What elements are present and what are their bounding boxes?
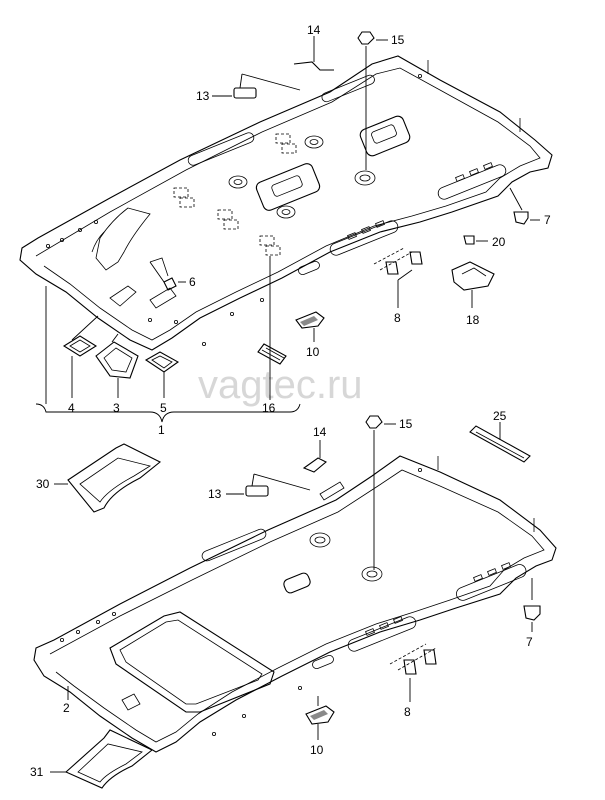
callout-14-lower: 14 <box>313 425 327 439</box>
callout-8-lower: 8 <box>404 705 411 719</box>
callout-10-lower: 10 <box>310 743 324 757</box>
callout-3: 3 <box>113 401 120 415</box>
callout-13: 13 <box>196 89 210 103</box>
headliner-upper <box>19 55 553 351</box>
callout-14: 14 <box>307 23 321 37</box>
callout-13-lower: 13 <box>208 487 222 501</box>
callout-31: 31 <box>30 765 44 779</box>
callout-8: 8 <box>394 311 401 325</box>
callout-20: 20 <box>492 235 506 249</box>
callout-1: 1 <box>158 423 165 437</box>
callout-10: 10 <box>306 345 320 359</box>
callout-7: 7 <box>544 213 551 227</box>
callout-4: 4 <box>68 401 75 415</box>
callouts-upper: 14 13 15 7 20 18 8 <box>35 23 551 437</box>
callout-18: 18 <box>466 313 480 327</box>
callout-16: 16 <box>262 401 276 415</box>
callout-6: 6 <box>189 275 196 289</box>
callout-5: 5 <box>160 401 167 415</box>
callout-30: 30 <box>36 477 50 491</box>
callouts-lower: 14 13 15 25 7 8 10 <box>30 409 541 789</box>
headliner-lower <box>33 455 557 753</box>
callout-15: 15 <box>391 33 405 47</box>
watermark: vagtec.ru <box>198 363 363 407</box>
callout-7-lower: 7 <box>526 635 533 649</box>
callout-25: 25 <box>493 409 507 423</box>
callout-2: 2 <box>63 701 70 715</box>
callout-15-lower: 15 <box>399 417 413 431</box>
